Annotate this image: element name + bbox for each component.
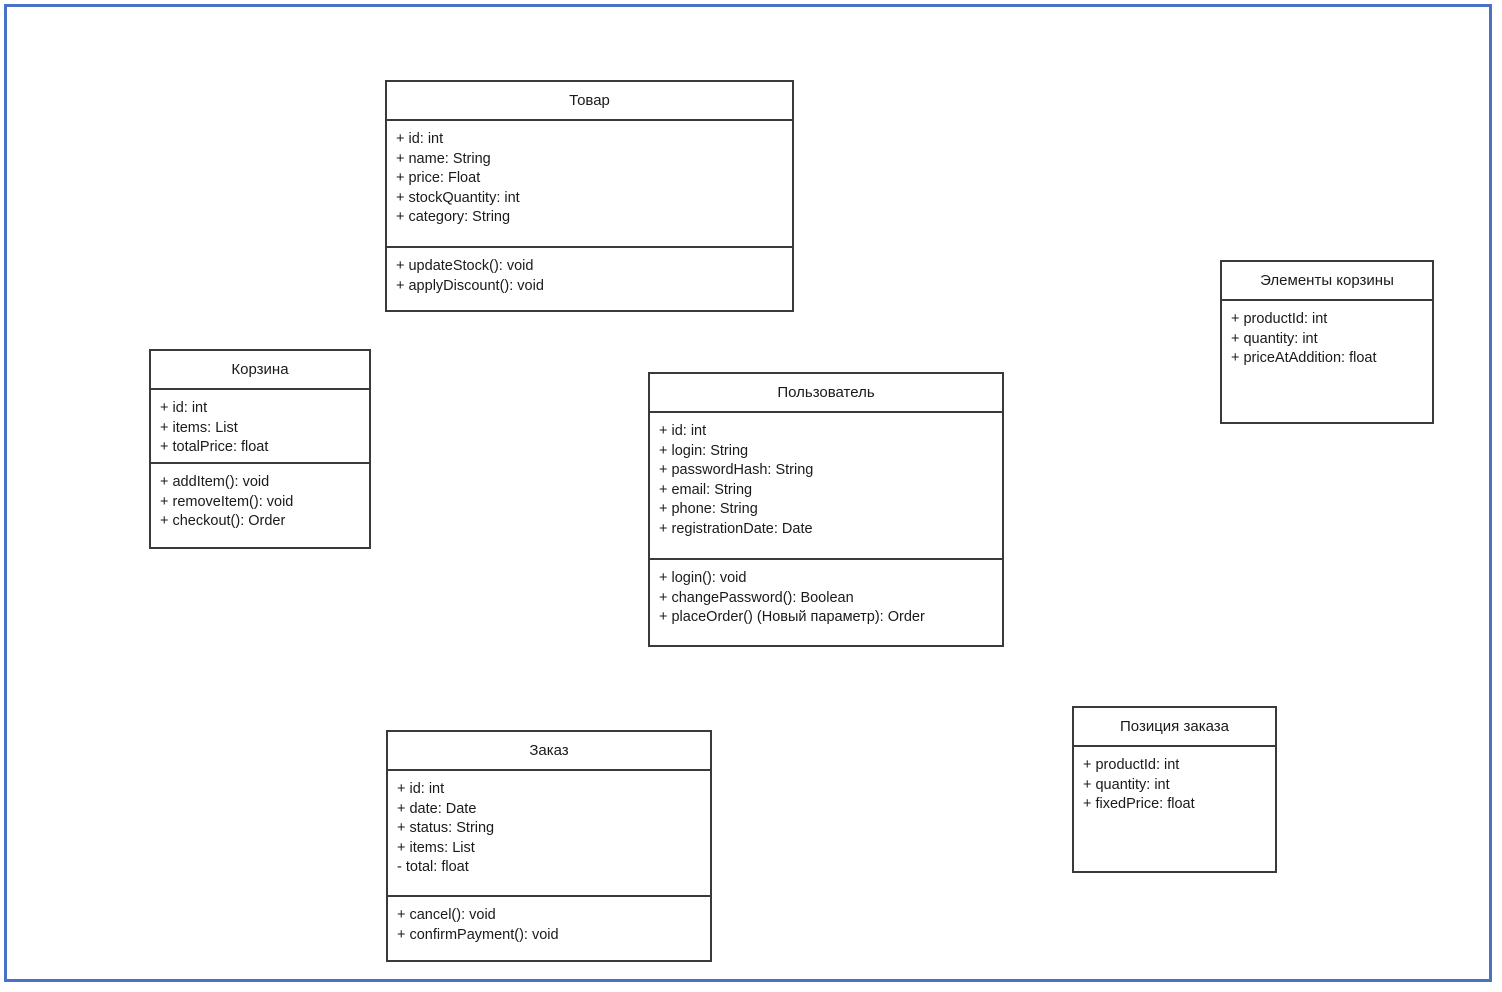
uml-attribute: + priceAtAddition: float — [1231, 350, 1377, 367]
uml-attribute: + fixedPrice: float — [1083, 796, 1195, 813]
uml-attribute: + quantity: int — [1231, 330, 1318, 347]
uml-method: + addItem(): void — [160, 474, 270, 490]
uml-class-poziciya-zakaza[interactable]: Позиция заказа + productId: int + quanti… — [1072, 706, 1277, 873]
uml-attribute: + price: Float — [396, 170, 481, 187]
uml-attribute: - total: float — [397, 859, 469, 876]
uml-class-korzina[interactable]: Корзина + id: int + items: List + totalP… — [149, 349, 371, 549]
uml-method: + cancel(): void — [397, 907, 496, 923]
uml-class-elementy-korziny[interactable]: Элементы корзины + productId: int + quan… — [1220, 260, 1434, 424]
uml-attribute: + passwordHash: String — [659, 462, 814, 479]
uml-method: + confirmPayment(): void — [397, 926, 559, 943]
uml-attribute: + name: String — [396, 150, 491, 167]
uml-attribute: + quantity: int — [1083, 776, 1170, 793]
uml-attribute: + registrationDate: Date — [659, 520, 813, 537]
uml-method: + changePassword(): Boolean — [659, 589, 854, 606]
uml-attributes-section: + id: int + date: Date + status: String … — [388, 771, 710, 897]
uml-attributes-section: + id: int + name: String + price: Float … — [387, 121, 792, 248]
uml-attribute: + id: int — [659, 423, 707, 439]
uml-class-title: Элементы корзины — [1222, 262, 1432, 301]
uml-attribute: + status: String — [397, 820, 495, 837]
uml-class-title: Товар — [387, 82, 792, 121]
uml-attributes-section: + id: int + items: List + totalPrice: fl… — [151, 390, 369, 464]
uml-class-title: Пользователь — [650, 374, 1002, 413]
uml-attribute: + login: String — [659, 442, 749, 459]
uml-attribute: + stockQuantity: int — [396, 189, 520, 206]
uml-attribute: + productId: int — [1083, 757, 1180, 773]
uml-attribute: + category: String — [396, 209, 511, 226]
uml-class-tovar[interactable]: Товар + id: int + name: String + price: … — [385, 80, 794, 312]
uml-method: + placeOrder() (Новый параметр): Order — [659, 609, 925, 626]
uml-attribute: + phone: String — [659, 501, 758, 518]
uml-methods-section: + login(): void + changePassword(): Bool… — [650, 560, 1002, 645]
uml-method: + checkout(): Order — [160, 513, 286, 530]
uml-attribute: + id: int — [396, 131, 444, 147]
uml-attribute: + id: int — [397, 781, 445, 797]
diagram-frame: Товар + id: int + name: String + price: … — [4, 4, 1492, 982]
uml-methods-section: + cancel(): void + confirmPayment(): voi… — [388, 897, 710, 960]
uml-methods-section: + addItem(): void + removeItem(): void +… — [151, 464, 369, 547]
uml-method: + applyDiscount(): void — [396, 277, 544, 294]
uml-attributes-section: + productId: int + quantity: int + price… — [1222, 301, 1432, 422]
uml-class-polzovatel[interactable]: Пользователь + id: int + login: String +… — [648, 372, 1004, 647]
uml-class-zakaz[interactable]: Заказ + id: int + date: Date + status: S… — [386, 730, 712, 962]
uml-attributes-section: + productId: int + quantity: int + fixed… — [1074, 747, 1275, 871]
uml-methods-section: + updateStock(): void + applyDiscount():… — [387, 248, 792, 310]
uml-attribute: + id: int — [160, 400, 208, 416]
uml-method: + updateStock(): void — [396, 258, 534, 274]
uml-class-title: Корзина — [151, 351, 369, 390]
uml-attribute: + items: List — [397, 839, 475, 856]
uml-method: + login(): void — [659, 570, 747, 586]
uml-attribute: + items: List — [160, 419, 238, 436]
uml-attribute: + productId: int — [1231, 311, 1328, 327]
uml-attribute: + email: String — [659, 481, 753, 498]
uml-class-title: Позиция заказа — [1074, 708, 1275, 747]
uml-attributes-section: + id: int + login: String + passwordHash… — [650, 413, 1002, 560]
uml-attribute: + date: Date — [397, 800, 477, 817]
uml-method: + removeItem(): void — [160, 493, 294, 510]
uml-class-title: Заказ — [388, 732, 710, 771]
uml-attribute: + totalPrice: float — [160, 439, 269, 456]
